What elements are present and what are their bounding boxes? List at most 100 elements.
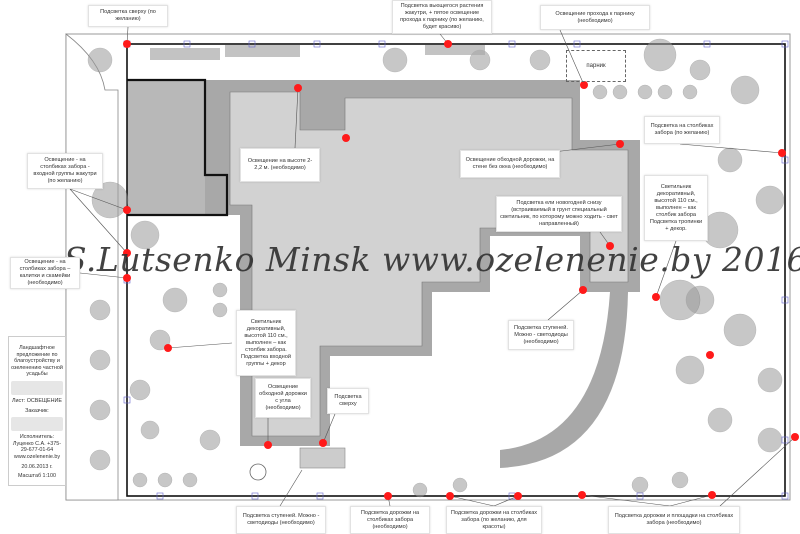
tree-icon [637,84,653,100]
callout-13: Освещение обходной дорожки с угла (необх… [255,378,311,418]
leader-line [669,494,713,507]
callout-14: Подсветка сверху [327,388,369,414]
callout-4: Подсветка на столбиках забора (по желани… [644,116,720,144]
leader-line [655,240,677,298]
leader-line [167,342,233,349]
shrub-row [425,45,485,55]
fence-post [251,492,259,500]
fountain-icon [249,463,267,481]
light-point-icon [342,134,350,142]
callout-3: Освещение прохода к парнику (необходимо) [540,5,650,30]
date: 20.06.2013 г. [21,463,53,470]
callout-7: Освещение - на столбиках забора - входно… [27,153,103,189]
light-point-icon [444,40,452,48]
leader-line [69,188,128,254]
tree-icon [89,399,111,421]
callout-18: Подсветка дорожки и площадки на столбика… [608,506,740,534]
greenhouse-label: парник [586,63,606,69]
light-point-icon [264,441,272,449]
leader-line [679,143,783,154]
leader-line [79,272,128,279]
scale: Масштаб 1:100 [17,473,57,480]
light-point-icon [778,149,786,157]
leader-line [279,469,303,507]
tree-icon [757,427,783,453]
tree-icon [643,38,677,72]
fence-post [781,156,789,164]
leader-line [581,494,671,507]
leader-line [719,436,796,507]
project-name: Ландшафтное предложение по благоустройст… [11,345,63,378]
light-point-icon [123,249,131,257]
leader-line [547,289,584,321]
fence-post [313,40,321,48]
watermark: S.Lutsenko Minsk www.ozelenenie.by 2016 [64,240,800,279]
tree-icon [140,420,160,440]
tree-icon [757,367,783,393]
tree-icon [707,407,733,433]
tree-icon [592,84,608,100]
light-point-icon [706,351,714,359]
tree-icon [723,313,757,347]
fence-post [781,40,789,48]
fence-post [248,40,256,48]
tree-icon [631,476,649,494]
light-point-icon [123,206,131,214]
fence-post [573,40,581,48]
tree-icon [657,84,673,100]
tree-icon [199,429,221,451]
leader-line [322,413,336,444]
leader-line [69,188,128,211]
light-point-icon [294,84,302,92]
fence-post [183,40,191,48]
light-point-icon [579,286,587,294]
tree-icon [612,84,628,100]
leader-line [559,29,585,86]
light-point-icon [123,274,131,282]
tree-icon [671,471,689,489]
executor: Исполнитель: Луценко С.А. +375-29-677-01… [12,434,62,460]
callout-10: Освещение - на столбиках забора – калитк… [10,257,80,289]
tree-icon [89,449,111,471]
light-point-icon [446,492,454,500]
fence-post [316,492,324,500]
leader-line [294,87,299,149]
light-point-icon [319,439,327,447]
tree-icon [157,472,173,488]
fence-post [781,296,789,304]
tree-icon [382,47,408,73]
greenhouse: парник [566,50,626,82]
fence-post [636,492,644,500]
tree-icon [87,47,113,73]
light-point-icon [580,81,588,89]
shrub-row [225,45,300,57]
blurred-field [11,417,63,432]
callout-17: Подсветка дорожки на столбиках забора (п… [446,506,542,534]
light-point-icon [384,492,392,500]
light-point-icon [164,344,172,352]
leader-line [493,495,519,507]
tree-icon [89,299,111,321]
light-point-icon [514,492,522,500]
tree-icon [162,287,188,313]
light-point-icon [791,433,799,441]
tree-icon [182,472,198,488]
tree-icon [452,477,468,493]
callout-15: Подсветка ступеней. Можно - светодиоды (… [236,506,326,534]
fence-post [156,492,164,500]
tree-icon [659,279,701,321]
title-block: Ландшафтное предложение по благоустройст… [8,336,66,486]
fence-post [781,436,789,444]
tree-icon [130,220,160,250]
blurred-field [11,380,63,395]
callout-16: Подсветка дорожки на столбиках забора (н… [350,506,430,534]
tree-icon [529,49,551,71]
entrance-steps [299,447,346,469]
tree-icon [91,181,129,219]
tree-icon [89,349,111,371]
tree-icon [132,472,148,488]
leader-line [449,495,495,507]
light-point-icon [123,40,131,48]
light-point-icon [616,140,624,148]
